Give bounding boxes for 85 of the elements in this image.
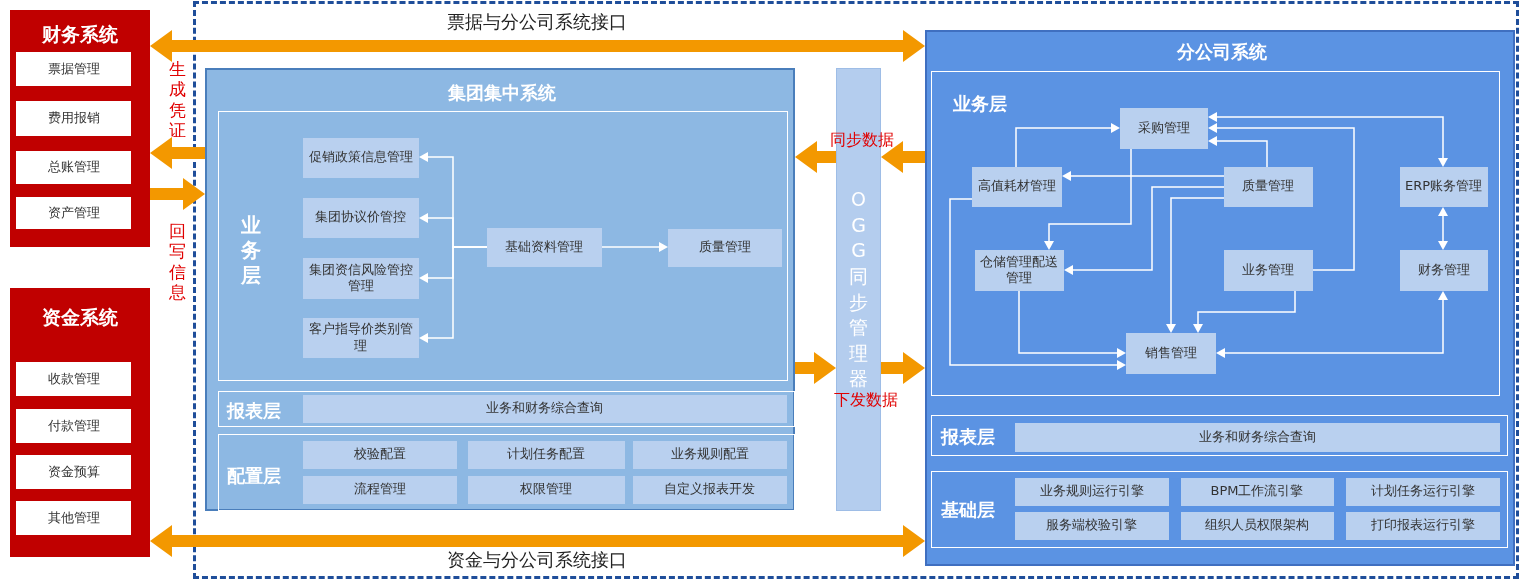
module-box: 付款管理 [16, 409, 131, 443]
system-panel [10, 288, 150, 557]
module-box: 打印报表运行引擎 [1345, 511, 1500, 540]
system-panel [925, 30, 1515, 566]
module-box: 业务规则配置 [632, 440, 787, 469]
arrow [795, 141, 836, 173]
module-box: 其他管理 [16, 501, 131, 535]
panel-title: 报表层 [941, 425, 996, 449]
double-arrow [1208, 112, 1448, 167]
double-arrow [1216, 291, 1448, 358]
panel-title: 基础层 [941, 498, 996, 522]
double-arrow [150, 30, 925, 62]
edge-label: 回写信息 [168, 221, 188, 303]
double-arrow [1438, 207, 1448, 250]
arrow [1064, 186, 1225, 275]
edge-label: 资金与分公司系统接口 [447, 548, 627, 572]
module-box: 财务管理 [1399, 249, 1488, 291]
module-box: 总账管理 [16, 151, 131, 184]
arrow [1044, 148, 1132, 250]
system-panel [205, 68, 795, 511]
module-box: BPM工作流引擎 [1180, 477, 1334, 506]
arrow [601, 242, 668, 252]
module-box: 计划任务运行引擎 [1345, 477, 1500, 506]
edge-label: 同步数据 [830, 129, 894, 151]
module-box: 基础资料管理 [486, 227, 602, 267]
arrow [1193, 290, 1296, 333]
arrow [1062, 171, 1225, 181]
arrow [150, 137, 205, 169]
arrow [1166, 197, 1225, 333]
module-box: 票据管理 [16, 52, 131, 86]
module-box: 权限管理 [467, 475, 625, 504]
module-box: 服务端校验引擎 [1014, 511, 1169, 540]
arrow [949, 198, 1126, 370]
module-box: 流程管理 [302, 475, 457, 504]
panel-title: 报表层 [227, 399, 282, 423]
module-box: 资金预算 [16, 455, 131, 489]
module-box: 高值耗材管理 [971, 166, 1062, 207]
module-box: 质量管理 [1223, 166, 1313, 207]
layer-panel [218, 391, 795, 427]
arrow [150, 178, 205, 210]
module-box: 校验配置 [302, 440, 457, 469]
module-box: 资产管理 [16, 197, 131, 229]
module-box: 仓储管理配送管理 [974, 249, 1064, 291]
module-box: 计划任务配置 [467, 440, 625, 469]
module-box: 收款管理 [16, 362, 131, 396]
arrow [881, 141, 925, 173]
module-box: 业务规则运行引擎 [1014, 477, 1169, 506]
module-box: 促销政策信息管理 [302, 137, 419, 178]
layer-panel [218, 434, 795, 511]
module-box: 采购管理 [1119, 107, 1208, 149]
panel-title: 财务系统 [41, 22, 119, 47]
module-box: 销售管理 [1125, 332, 1216, 374]
double-arrow [150, 525, 925, 557]
edge-label: 下发数据 [834, 389, 898, 411]
module-box: 自定义报表开发 [632, 475, 787, 504]
module-box: 组织人员权限架构 [1180, 511, 1334, 540]
panel-title: 业务层 [239, 213, 262, 288]
panel-title: 业务层 [953, 92, 1008, 116]
arrow [1208, 136, 1268, 168]
panel-title: 资金系统 [41, 305, 119, 330]
module-box: 集团资信风险管控管理 [302, 257, 419, 299]
panel-title: 集团集中系统 [447, 81, 557, 105]
layer-panel [931, 71, 1500, 396]
module-box: 费用报销 [16, 101, 131, 136]
arrow [419, 246, 488, 343]
arrow [1015, 123, 1120, 168]
panel-title: 分公司系统 [1176, 40, 1268, 64]
layer-panel [931, 471, 1508, 548]
system-panel [10, 10, 150, 247]
arrow [881, 352, 925, 384]
module-box: 客户指导价类别管理 [302, 317, 419, 358]
edge-label: 票据与分公司系统接口 [447, 10, 627, 34]
module-box: 质量管理 [667, 228, 782, 267]
module-box: ERP账务管理 [1399, 166, 1488, 207]
module-box: 业务管理 [1223, 249, 1313, 291]
arrow [795, 352, 836, 384]
arrow [1208, 123, 1355, 271]
panel-title: 配置层 [227, 464, 282, 488]
arrow [1018, 290, 1126, 358]
module-box: 集团协议价管控 [302, 197, 419, 238]
edge-label: 生成凭证 [168, 59, 188, 141]
module-box: 业务和财务综合查询 [302, 394, 787, 423]
layer-panel [218, 111, 788, 381]
module-box: 业务和财务综合查询 [1014, 422, 1500, 452]
layer-panel [931, 415, 1508, 456]
